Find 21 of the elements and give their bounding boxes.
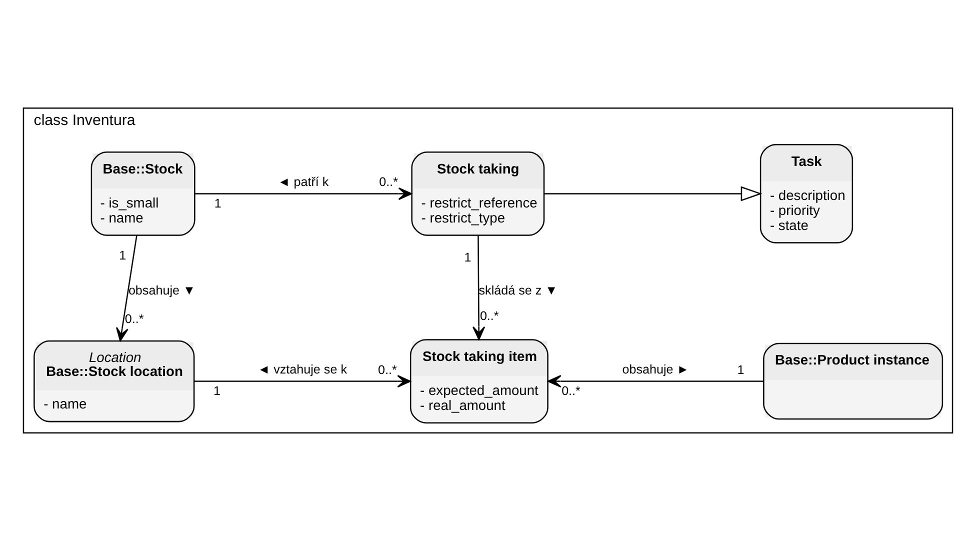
- edge-label: ◄ patří k: [278, 174, 329, 189]
- arrow: [548, 374, 764, 388]
- label: 0..*: [480, 308, 499, 322]
- label: 1: [464, 250, 472, 264]
- label: 1: [214, 196, 222, 210]
- arrow: [116, 234, 138, 341]
- edge-label: obsahuje ▼: [128, 282, 196, 297]
- edge-label: ◄ vztahuje se k: [258, 362, 347, 376]
- label: 1: [214, 384, 221, 398]
- label: 0..*: [378, 362, 397, 376]
- label: 0..*: [562, 384, 580, 398]
- edge-label: skládá se z ▼: [478, 282, 558, 297]
- edge-label: obsahuje ►: [622, 362, 690, 376]
- arrow: [544, 186, 762, 201]
- label: 0..*: [124, 312, 144, 326]
- arrow: [194, 374, 411, 388]
- label: 0..*: [379, 174, 398, 189]
- label: 1: [119, 248, 126, 262]
- arrow: [195, 186, 412, 200]
- arrow: [472, 235, 486, 340]
- label: 1: [737, 362, 744, 376]
